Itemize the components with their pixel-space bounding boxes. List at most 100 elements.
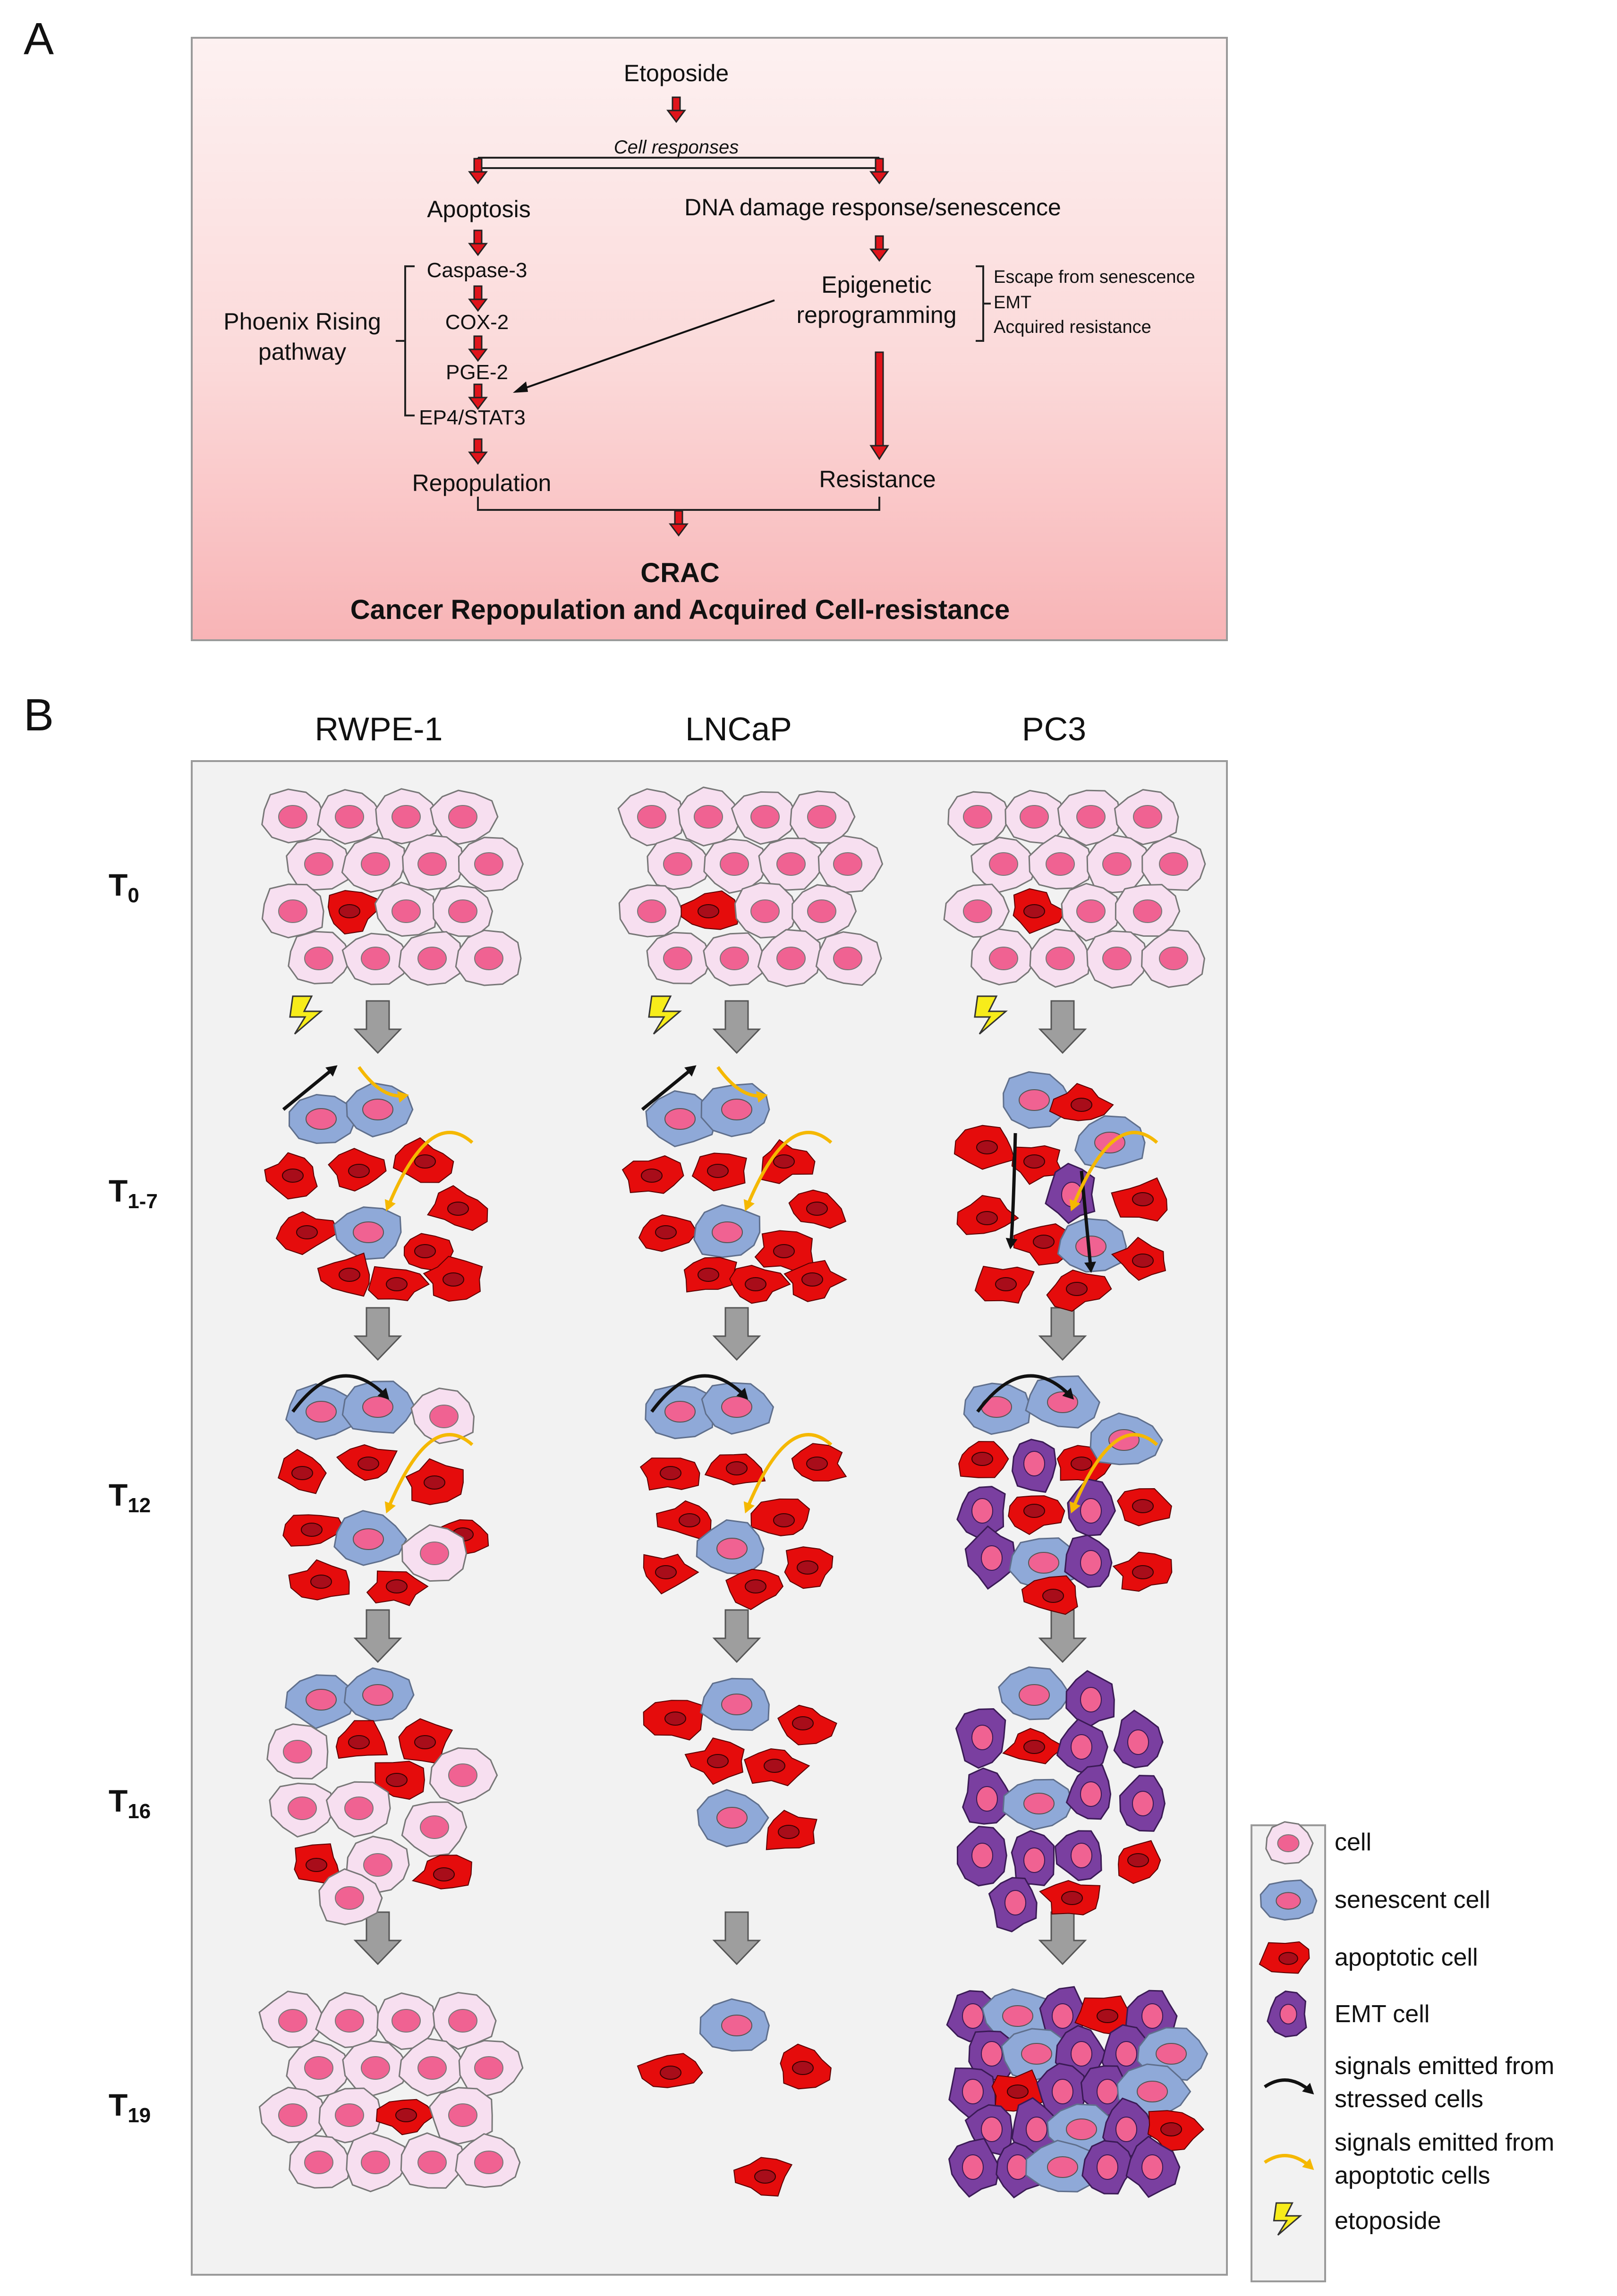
column-header-lncap: LNCaP xyxy=(685,711,792,747)
signal-arrow-13-head xyxy=(1069,1501,1081,1514)
apo-cell xyxy=(411,1855,472,1889)
apo-cell xyxy=(791,1443,847,1482)
emt-cell xyxy=(964,1525,1016,1590)
normal-cell xyxy=(401,834,465,891)
signal-arrow-11 xyxy=(1070,1131,1158,1210)
crac-full-label: Cancer Repopulation and Acquired Cell-re… xyxy=(350,594,1010,625)
legend-label-stressed-1: signals emitted from xyxy=(1335,2052,1555,2080)
etoposide-bolt-2 xyxy=(974,995,1008,1035)
apo-cell xyxy=(1046,1270,1112,1312)
merge-bracket xyxy=(477,497,880,511)
apo-cell xyxy=(766,1810,817,1850)
normal-cell xyxy=(376,1992,437,2050)
legend-apoptotic-icon xyxy=(1259,1941,1310,1974)
progression-arrow-2-1 xyxy=(1038,1307,1087,1361)
apo-cell xyxy=(691,1152,747,1192)
repopulation-label: Repopulation xyxy=(412,470,552,496)
apo-cell xyxy=(1021,1575,1078,1615)
normal-cell xyxy=(346,2132,409,2193)
apo-cell xyxy=(374,1761,425,1800)
sen-cell xyxy=(700,1083,770,1137)
apo-cell xyxy=(282,1514,346,1547)
apo-cell xyxy=(744,1748,810,1787)
normal-cell xyxy=(731,791,799,845)
normal-cell xyxy=(970,928,1038,986)
progression-arrow-0-3 xyxy=(353,1911,402,1966)
normal-cell xyxy=(815,931,882,986)
etoposide-bolt-1 xyxy=(648,995,682,1035)
sen-cell xyxy=(998,1666,1072,1720)
apo-cell xyxy=(1049,1083,1114,1121)
emt-cell xyxy=(1113,1709,1164,1769)
progression-arrow-1-1 xyxy=(712,1307,761,1361)
signal-arrow-8-head xyxy=(1062,1388,1074,1400)
cell-responses-label: Cell responses xyxy=(613,137,739,158)
progression-arrow-0-2 xyxy=(353,1609,402,1663)
legend-label-apoptotic-signal-2: apoptotic cells xyxy=(1335,2162,1490,2189)
normal-cell xyxy=(1029,928,1091,988)
acquired-resistance-label: Acquired resistance xyxy=(994,317,1151,337)
signal-arrow-7-head xyxy=(736,1388,749,1400)
escape-label: Escape from senescence xyxy=(994,267,1195,287)
emt-cell xyxy=(962,1767,1013,1825)
apo-cell xyxy=(1117,1488,1172,1526)
apo-cell xyxy=(294,1843,340,1884)
apo-cell xyxy=(1118,1840,1161,1884)
legend-label-emt: EMT cell xyxy=(1335,2000,1430,2028)
apo-cell xyxy=(336,1444,398,1481)
black-arrow-icon-head xyxy=(1302,2083,1314,2095)
apo-cell xyxy=(367,1266,430,1301)
normal-cell xyxy=(289,2135,352,2189)
progression-arrow-2-3 xyxy=(1038,1911,1087,1966)
legend-label-etoposide: etoposide xyxy=(1335,2207,1441,2235)
apoptotic-cell-icon xyxy=(1259,1941,1310,1974)
apo-cell xyxy=(754,1230,814,1273)
normal-cell xyxy=(318,1868,383,1925)
sen-cell xyxy=(699,1678,770,1731)
apo-cell xyxy=(638,1214,698,1252)
legend-senescent-icon xyxy=(1260,1879,1318,1921)
emt-label: EMT xyxy=(994,293,1032,313)
etoposide-label: Etoposide xyxy=(623,60,729,86)
progression-arrow-1-2 xyxy=(712,1609,761,1663)
normal-cell xyxy=(398,931,462,986)
emt-cell-icon xyxy=(1267,1991,1307,2038)
legend-cell-icon xyxy=(1265,1821,1314,1864)
normal-cell xyxy=(398,2038,467,2097)
apo-cell xyxy=(264,1152,318,1200)
panel-a-flowchart xyxy=(191,37,1228,641)
normal-cell xyxy=(374,881,438,937)
legend-label-apoptotic: apoptotic cell xyxy=(1335,1944,1478,1971)
apo-cell xyxy=(788,1189,847,1229)
normal-cell xyxy=(401,1801,468,1857)
sen-cell xyxy=(333,1206,402,1260)
normal-cell xyxy=(1141,929,1206,988)
apo-cell xyxy=(956,1195,1019,1235)
legend-emt-icon xyxy=(1267,1991,1307,2038)
cluster-t0-lncap xyxy=(617,786,884,987)
normal-cell xyxy=(1061,882,1121,942)
emt-cell xyxy=(955,1708,1006,1769)
normal-cell xyxy=(432,885,494,937)
sen-cell xyxy=(341,1381,416,1434)
emt-cell xyxy=(1056,1718,1108,1774)
apo-cell xyxy=(681,890,740,930)
signal-arrow-11-head xyxy=(1069,1199,1081,1212)
apo-cell xyxy=(777,1704,837,1745)
row-label-t12: T12 xyxy=(109,1477,151,1517)
cluster-t16-0 xyxy=(266,1667,498,1925)
normal-cell xyxy=(791,884,857,941)
arrow-epigenetic-resistance xyxy=(869,351,889,460)
signal-arrow-14 xyxy=(385,1433,474,1512)
normal-cell xyxy=(455,2133,521,2188)
sen-cell xyxy=(645,1090,717,1147)
apoptosis-label: Apoptosis xyxy=(427,196,531,222)
normal-cell xyxy=(1004,789,1068,845)
phoenix-label-2: pathway xyxy=(258,339,347,365)
signal-arrow-14-head xyxy=(384,1501,396,1514)
normal-cell xyxy=(617,788,685,847)
apo-cell xyxy=(1011,1145,1064,1185)
normal-cell xyxy=(342,2040,410,2097)
normal-cell xyxy=(458,837,524,892)
apo-cell xyxy=(1111,1237,1166,1281)
